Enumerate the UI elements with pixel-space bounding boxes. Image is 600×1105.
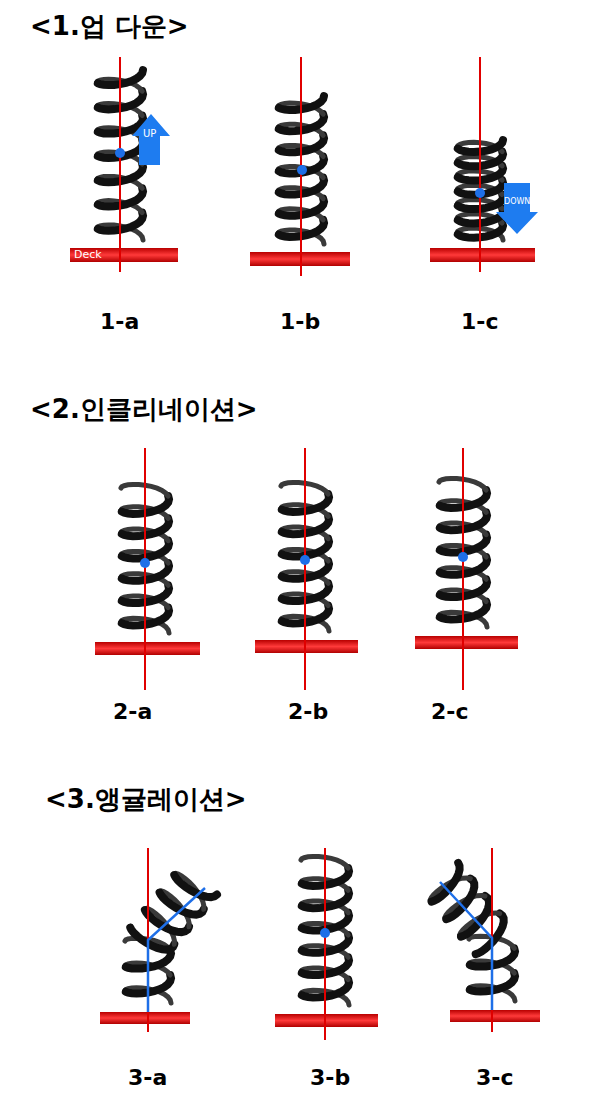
deck-plate (70, 248, 178, 262)
axis-line (119, 57, 121, 272)
figure-label: 2-c (431, 700, 468, 724)
center-dot (115, 148, 125, 158)
center-dot (458, 552, 468, 562)
part-label: DOWN (504, 198, 530, 207)
deck-plate (255, 640, 358, 653)
section-heading: <3.앵귤레이션> (45, 785, 247, 814)
axis-line (479, 57, 481, 272)
down-arrow (496, 183, 538, 234)
center-dot (297, 165, 307, 175)
deck-plate (450, 1010, 540, 1022)
axis-line (304, 448, 306, 690)
figure-label: 1-c (461, 310, 498, 334)
deck-plate (430, 248, 535, 262)
spring-coils (97, 70, 515, 1005)
coil-winding (432, 863, 460, 902)
axis-line (144, 448, 146, 690)
figure-label: 3-b (310, 1066, 350, 1090)
center-dot (475, 188, 485, 198)
figure-label: 1-a (100, 310, 139, 334)
section-heading: <1.업 다운> (30, 12, 189, 41)
coil-winding (174, 875, 217, 897)
angle-axis (148, 888, 205, 1012)
deck-plate (275, 1014, 378, 1027)
part-label: Deck (74, 249, 102, 261)
up-arrow (132, 114, 170, 165)
figure-label: 3-a (128, 1066, 167, 1090)
deck-plate (415, 636, 518, 649)
axis-line (462, 448, 464, 690)
center-dot (300, 555, 310, 565)
axis-line (324, 848, 326, 1040)
center-dot (320, 928, 330, 938)
figure-label: 1-b (280, 310, 320, 334)
figure-label: 3-c (476, 1066, 513, 1090)
angle-axis (440, 882, 492, 1010)
part-label: UP (143, 128, 156, 139)
figure-label: 2-b (288, 700, 328, 724)
figure-label: 2-a (113, 700, 152, 724)
section-heading: <2.인클리네이션> (30, 395, 258, 424)
deck-plate (95, 642, 200, 655)
deck-plate (100, 1012, 190, 1024)
center-dot (140, 558, 150, 568)
